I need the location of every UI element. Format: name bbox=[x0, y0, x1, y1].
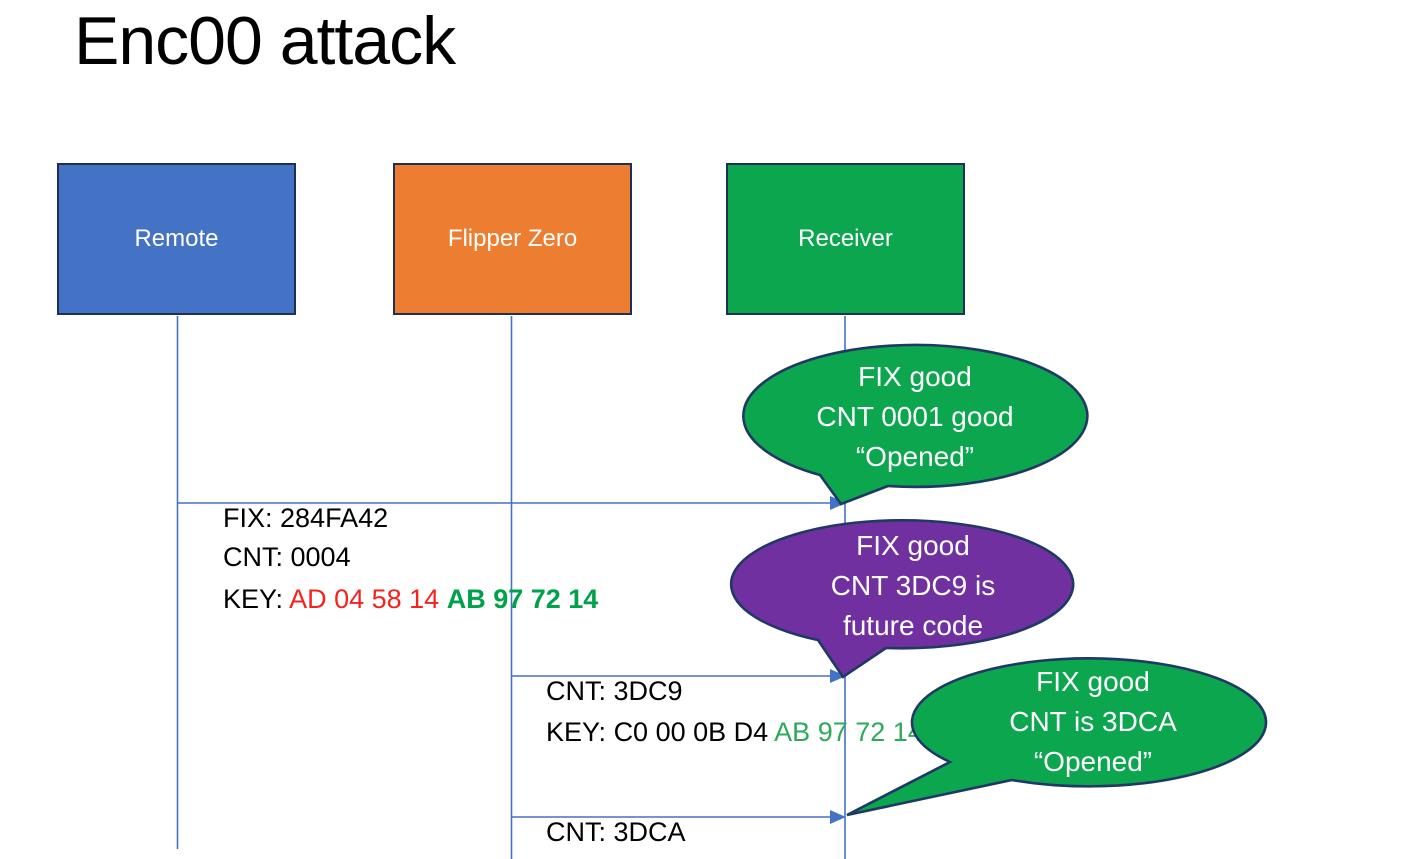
message-1-fix-text: FIX: 284FA42 bbox=[223, 503, 389, 533]
message-2-cnt-label: CNT: 3DC9 bbox=[516, 643, 683, 739]
callout-line: “Opened” bbox=[855, 441, 975, 472]
callout-bubble-1 bbox=[742, 343, 1089, 506]
actor-box-receiver: Receiver bbox=[726, 163, 965, 315]
actor-box-flipper-zero: Flipper Zero bbox=[393, 163, 632, 315]
message-2-cnt-text: CNT: 3DC9 bbox=[546, 676, 683, 706]
message-arrow-3-head bbox=[830, 810, 846, 824]
message-1-key-green-bytes: AB 97 72 14 bbox=[446, 584, 599, 614]
message-1-fix-label: FIX: 284FA42 bbox=[193, 470, 388, 566]
callout-2-text: FIX good CNT 3DC9 is future code bbox=[742, 526, 1084, 646]
callout-line: future code bbox=[842, 610, 984, 641]
message-arrow-2-head bbox=[830, 669, 846, 683]
message-1-key-prefix: KEY: bbox=[223, 584, 290, 614]
actor-label-receiver: Receiver bbox=[798, 225, 893, 252]
callout-3-text: FIX good CNT is 3DCA “Opened” bbox=[916, 662, 1270, 782]
message-1-key-red-bytes: AD 04 58 14 bbox=[289, 584, 447, 614]
callout-line: CNT 0001 good bbox=[816, 401, 1014, 432]
message-2-key-label: KEY: C0 00 0B D4 AB 97 72 14 bbox=[516, 684, 923, 780]
callout-line: FIX good bbox=[858, 361, 972, 392]
slide-title: Enc00 attack bbox=[74, 3, 456, 79]
actor-label-remote: Remote bbox=[134, 225, 219, 252]
callout-line: CNT 3DC9 is bbox=[830, 570, 996, 601]
actor-label-flipper-zero: Flipper Zero bbox=[447, 225, 578, 252]
message-3-cnt-text: CNT: 3DCA bbox=[546, 817, 686, 847]
callout-1-text: FIX good CNT 0001 good “Opened” bbox=[743, 357, 1087, 477]
message-3-cnt-label: CNT: 3DCA bbox=[516, 784, 686, 859]
message-2-key-prefix: KEY: bbox=[546, 717, 614, 747]
callout-line: CNT is 3DCA bbox=[1009, 706, 1177, 737]
message-1-cnt-label: CNT: 0004 bbox=[193, 509, 351, 605]
message-1-key-label: KEY: AD 04 58 14 AB 97 72 14 bbox=[193, 551, 598, 647]
callout-bubble-3 bbox=[846, 657, 1268, 817]
callout-line: “Opened” bbox=[1033, 746, 1153, 777]
message-2-key-green-bytes: AB 97 72 14 bbox=[774, 717, 923, 747]
callout-line: FIX good bbox=[856, 530, 970, 561]
actor-box-remote: Remote bbox=[57, 163, 296, 315]
callout-bubble-2 bbox=[729, 519, 1075, 679]
callout-line: FIX good bbox=[1036, 666, 1150, 697]
message-arrow-1-head bbox=[830, 496, 846, 510]
message-1-cnt-text: CNT: 0004 bbox=[223, 542, 351, 572]
message-2-key-black-bytes: C0 00 0B D4 bbox=[613, 717, 775, 747]
